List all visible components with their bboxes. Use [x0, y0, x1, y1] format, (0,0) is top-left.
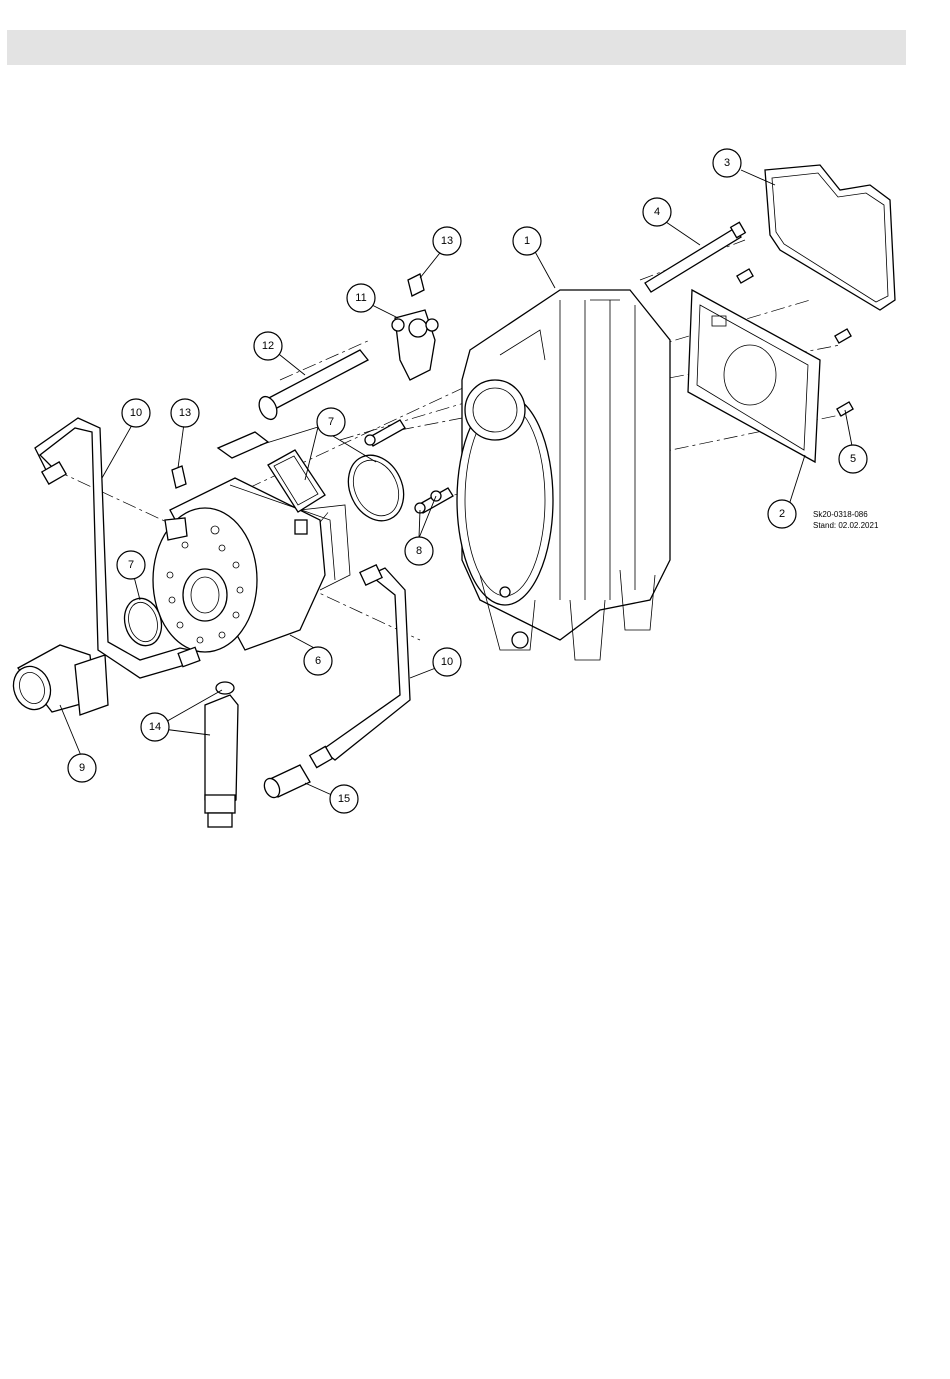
- vent-valve-left: [172, 466, 186, 488]
- condensate-siphon: [205, 682, 238, 827]
- svg-text:6: 6: [315, 655, 321, 667]
- tie-rod: [645, 222, 745, 292]
- svg-text:4: 4: [654, 206, 660, 218]
- callout-13b: 13: [171, 399, 199, 427]
- nipple-pipe: [256, 350, 368, 422]
- svg-text:7: 7: [328, 416, 334, 428]
- callout-7b: 7: [117, 551, 145, 579]
- seal-ring-large: [338, 446, 414, 530]
- callout-10a: 10: [122, 399, 150, 427]
- burner-chamber: [153, 478, 350, 652]
- callout-10b: 10: [433, 648, 461, 676]
- svg-text:12: 12: [262, 340, 274, 352]
- callout-2: 2: [768, 500, 796, 528]
- svg-text:10: 10: [130, 407, 142, 419]
- callout-1: 1: [513, 227, 541, 255]
- svg-text:13: 13: [441, 235, 453, 247]
- svg-text:14: 14: [149, 721, 161, 733]
- svg-text:1: 1: [524, 235, 530, 247]
- vent-valve-top: [408, 274, 424, 296]
- svg-text:5: 5: [850, 453, 856, 465]
- svg-text:2: 2: [779, 508, 785, 520]
- callout-12: 12: [254, 332, 282, 360]
- svg-text:11: 11: [355, 292, 366, 304]
- svg-text:3: 3: [724, 157, 730, 169]
- callout-6: 6: [304, 647, 332, 675]
- callout-13a: 13: [433, 227, 461, 255]
- svg-text:9: 9: [79, 762, 85, 774]
- drawing-date-stamp: Stand: 02.02.2021: [813, 521, 879, 530]
- flue-adapter: [8, 645, 108, 715]
- heat-exchanger-body: [457, 290, 670, 660]
- svg-text:15: 15: [338, 793, 350, 805]
- callout-15: 15: [330, 785, 358, 813]
- rear-plate: [688, 290, 820, 462]
- svg-text:8: 8: [416, 545, 422, 557]
- svg-text:10: 10: [441, 656, 453, 668]
- callout-8: 8: [405, 537, 433, 565]
- drawing-reference-code: Sk20-0318-086: [813, 510, 868, 519]
- callout-5: 5: [839, 445, 867, 473]
- svg-text:7: 7: [128, 559, 134, 571]
- callout-9: 9: [68, 754, 96, 782]
- connector-fitting: [261, 765, 310, 800]
- callout-11: 11: [347, 284, 375, 312]
- valve-fitting: [392, 310, 438, 380]
- callout-7a: 7: [317, 408, 345, 436]
- callout-14: 14: [141, 713, 169, 741]
- gasket: [765, 165, 895, 310]
- callout-3: 3: [713, 149, 741, 177]
- callout-4: 4: [643, 198, 671, 226]
- svg-text:13: 13: [179, 407, 191, 419]
